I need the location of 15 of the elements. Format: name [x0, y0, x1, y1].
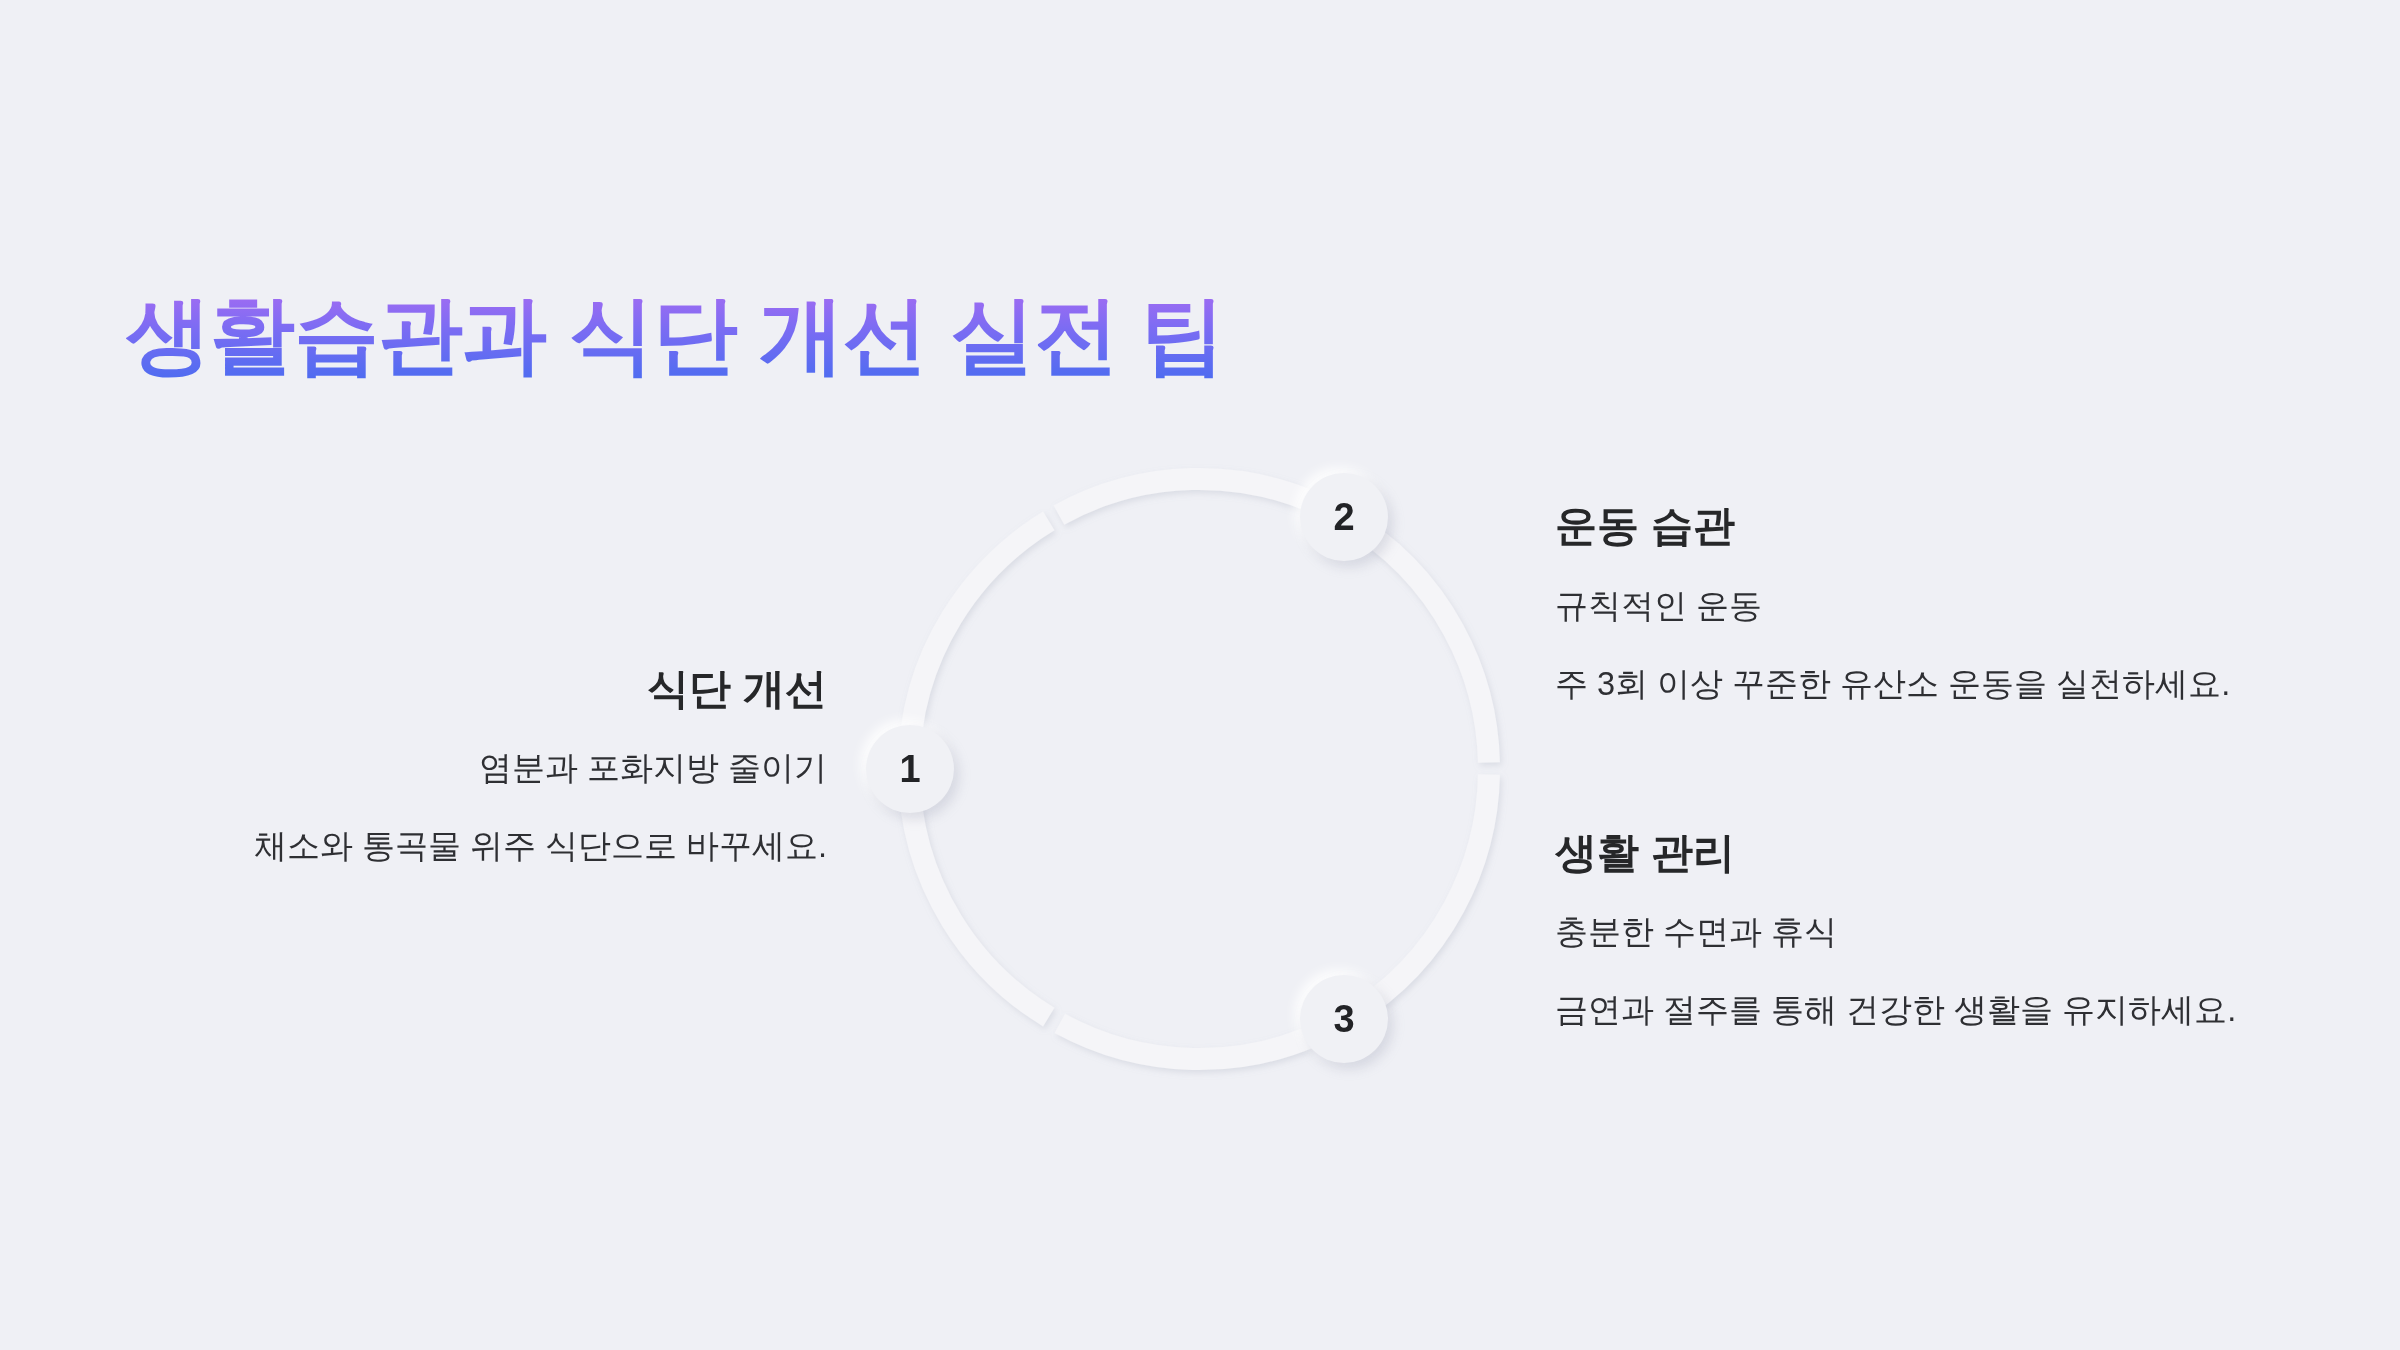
step-heading: 식단 개선 [647, 663, 827, 714]
step-description: 주 3회 이상 꾸준한 유산소 운동을 실천하세요. [1555, 664, 2231, 704]
node-label: 3 [1333, 997, 1355, 1040]
step-description: 채소와 통곡물 위주 식단으로 바꾸세요. [253, 826, 827, 866]
step-heading: 운동 습관 [1555, 500, 1735, 551]
node-label: 1 [899, 747, 921, 790]
step-subtitle: 충분한 수면과 휴식 [1555, 912, 1838, 952]
step-subtitle: 규칙적인 운동 [1555, 586, 1763, 626]
step-subtitle: 염분과 포화지방 줄이기 [478, 748, 827, 788]
step-description: 금연과 절주를 통해 건강한 생활을 유지하세요. [1555, 990, 2237, 1030]
step-number-circle: 2 [1300, 473, 1388, 561]
node-label: 2 [1333, 495, 1355, 538]
step-heading: 생활 관리 [1555, 827, 1735, 878]
step-number-circle: 3 [1300, 975, 1388, 1063]
step-number-circle: 1 [866, 725, 954, 813]
